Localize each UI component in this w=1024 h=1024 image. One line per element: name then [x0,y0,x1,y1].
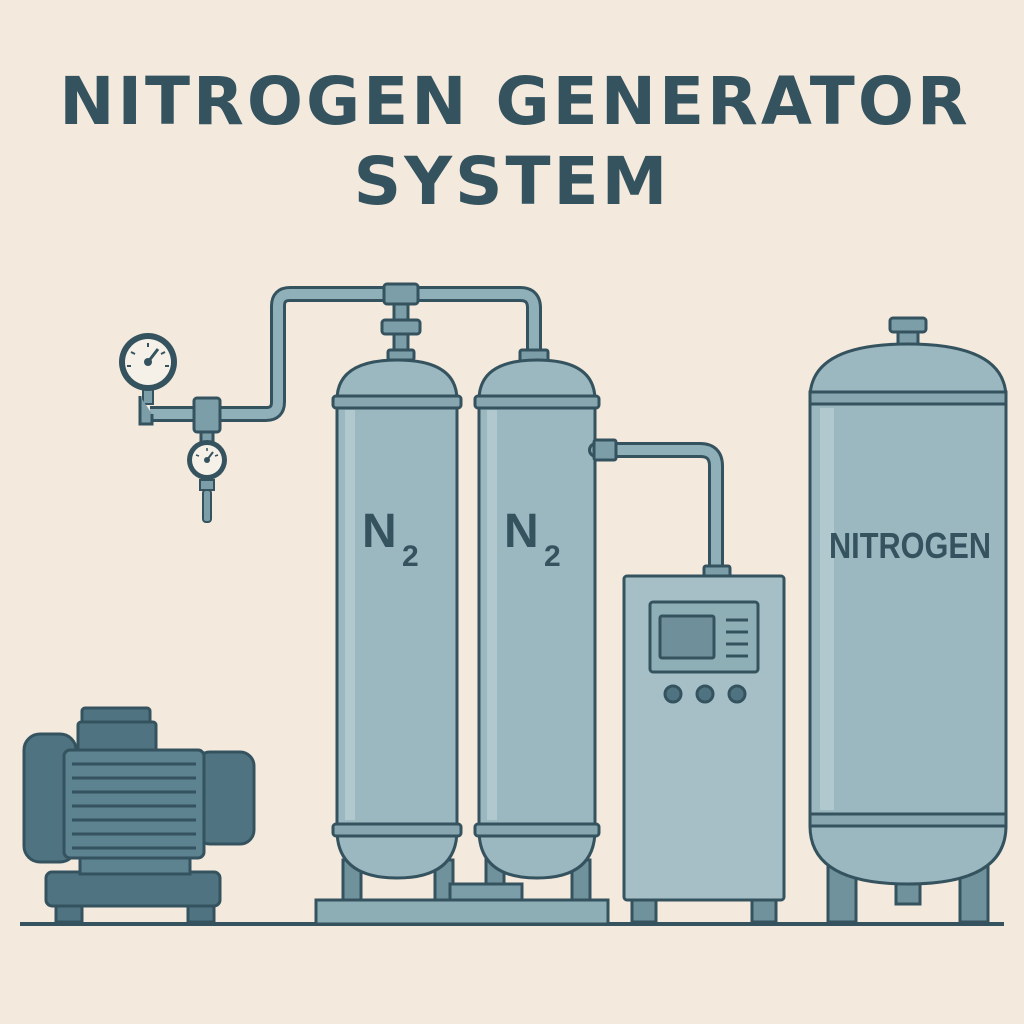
adsorption-tank-2 [473,358,601,906]
flow-meter-icon [187,440,227,523]
tank-1-label: N [362,505,397,558]
title-line-1: NITROGEN GENERATOR [59,63,971,140]
storage-tank-label: NITROGEN [829,525,991,566]
gauge-elbow [138,396,154,426]
pressure-gauge-icon [119,333,177,405]
tank-2-subscript: 2 [544,540,561,573]
tee-valve [192,396,222,446]
air-compressor-motor-icon [22,706,256,924]
nitrogen-storage-tank [808,316,1008,924]
tank-1-subscript: 2 [402,540,419,573]
adsorption-tank-1 [331,358,463,906]
outlet-piping [588,442,724,576]
inlet-piping [150,286,542,422]
tank-2-outlet-fitting [592,438,618,462]
title-line-2: SYSTEM [354,143,671,220]
control-panel-icon [648,600,760,704]
tank-base-platform [314,882,610,926]
tank-2-label: N [504,505,539,558]
valve-icon [380,282,422,362]
